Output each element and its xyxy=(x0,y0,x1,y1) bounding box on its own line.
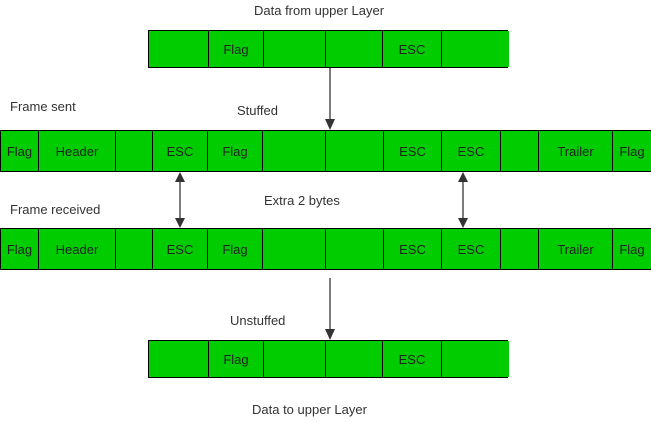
frame-cell-flag: Flag xyxy=(613,229,651,269)
frame-cell-empty xyxy=(501,229,539,269)
frame-cell-esc: ESC xyxy=(442,131,501,171)
frame-cell-flag: Flag xyxy=(208,229,263,269)
frame-sent-label: Frame sent xyxy=(10,99,76,114)
frame-cell-empty xyxy=(149,31,209,67)
frame-cell-flag: Flag xyxy=(209,31,264,67)
frame-cell-esc: ESC xyxy=(384,131,442,171)
frame-cell-empty xyxy=(326,31,383,67)
frame-cell-empty xyxy=(326,131,384,171)
stuffed-arrow xyxy=(325,68,335,130)
extra-bytes-label: Extra 2 bytes xyxy=(264,193,340,208)
frame-cell-esc: ESC xyxy=(153,229,208,269)
frame-cell-empty xyxy=(442,341,509,377)
frame-cell-esc: ESC xyxy=(442,229,501,269)
unstuffed-label: Unstuffed xyxy=(230,313,286,328)
frame-cell-empty xyxy=(263,229,326,269)
frame-cell-empty xyxy=(501,131,539,171)
frame-cell-empty xyxy=(326,229,384,269)
frame-cell-header: Header xyxy=(39,131,116,171)
frame-cell-header: Header xyxy=(39,229,116,269)
frame-cell-empty xyxy=(326,341,383,377)
frame-cell-empty xyxy=(263,131,326,171)
frame-cell-flag: Flag xyxy=(613,131,651,171)
frame-cell-empty xyxy=(116,229,153,269)
extra-byte-marker-left xyxy=(175,172,185,228)
data-to-upper-layer-frame: Flag ESC xyxy=(148,340,509,378)
frame-cell-flag: Flag xyxy=(1,229,39,269)
frame-cell-esc: ESC xyxy=(383,341,442,377)
top-caption: Data from upper Layer xyxy=(254,3,385,18)
frame-cell-flag: Flag xyxy=(208,131,263,171)
frame-cell-empty xyxy=(264,341,326,377)
unstuffed-arrow xyxy=(325,278,335,340)
extra-byte-marker-right xyxy=(458,172,468,228)
frame-cell-empty xyxy=(442,31,509,67)
stuffed-label: Stuffed xyxy=(237,103,278,118)
frame-cell-flag: Flag xyxy=(1,131,39,171)
frame-cell-esc: ESC xyxy=(384,229,442,269)
frame-cell-flag: Flag xyxy=(209,341,264,377)
frame-cell-esc: ESC xyxy=(153,131,208,171)
data-from-upper-layer-frame: Flag ESC xyxy=(148,30,509,68)
frame-cell-empty xyxy=(264,31,326,67)
frame-cell-trailer: Trailer xyxy=(539,229,613,269)
frame-cell-empty xyxy=(116,131,153,171)
frame-received-label: Frame received xyxy=(10,202,101,217)
bottom-caption: Data to upper Layer xyxy=(252,402,367,417)
frame-cell-trailer: Trailer xyxy=(539,131,613,171)
frame-cell-esc: ESC xyxy=(383,31,442,67)
frame-cell-empty xyxy=(149,341,209,377)
